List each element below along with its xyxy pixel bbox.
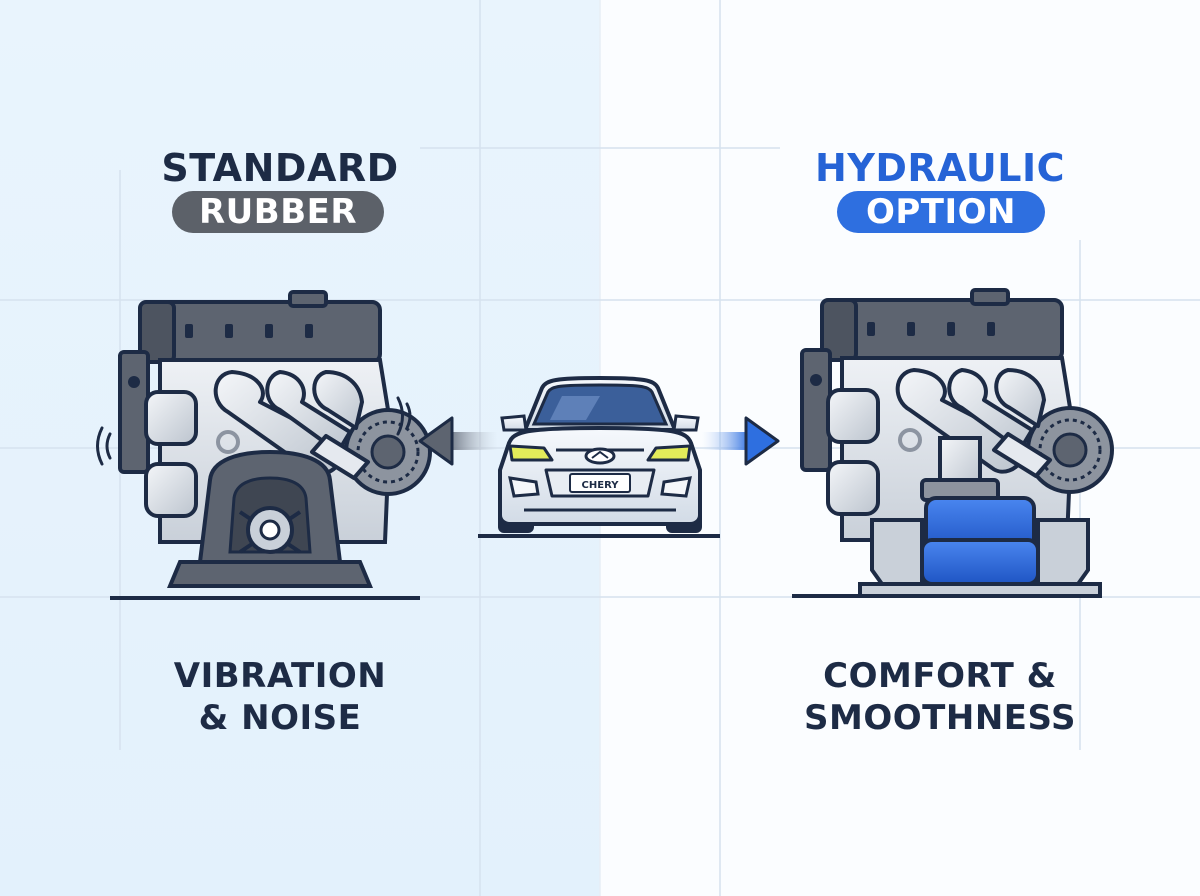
- right-arrow: [702, 416, 780, 466]
- standard-engine-illustration: [110, 290, 432, 600]
- car-front-illustration: CHERY: [478, 376, 720, 538]
- hydraulic-engine-illustration: [792, 288, 1114, 598]
- vibration-lines: [96, 396, 412, 466]
- hydraulic-title: HYDRAULIC: [815, 146, 1065, 190]
- standard-title: STANDARD: [161, 146, 399, 190]
- rubber-pill-badge: RUBBER: [172, 191, 384, 233]
- left-arrow: [418, 416, 498, 466]
- standard-caption-line1: VIBRATION: [173, 656, 387, 696]
- car-badge-text: CHERY: [582, 480, 620, 491]
- hydraulic-caption-line1: COMFORT &: [823, 656, 1057, 696]
- hydraulic-caption-line2: SMOOTHNESS: [804, 698, 1076, 738]
- option-pill-badge: OPTION: [837, 191, 1045, 233]
- standard-caption-line2: & NOISE: [198, 698, 362, 738]
